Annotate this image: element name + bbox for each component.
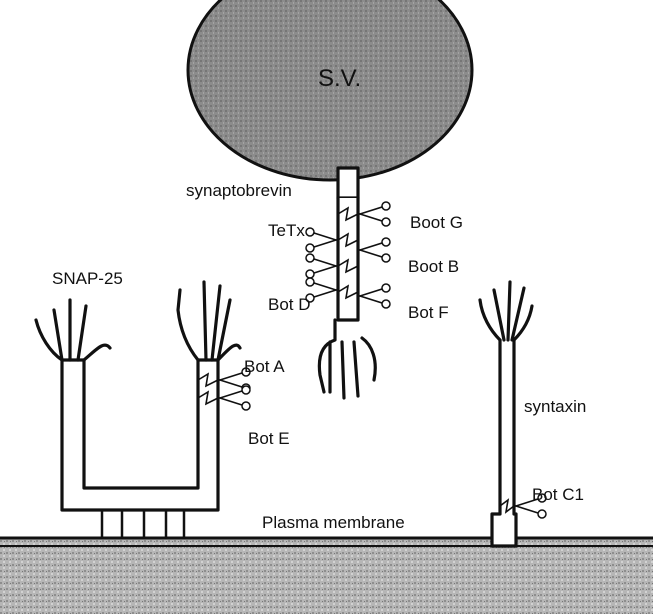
bot-d-label: Bot D <box>268 295 311 314</box>
vesicle-label: S.V. <box>318 65 361 92</box>
bot-a-label: Bot A <box>244 357 285 376</box>
bot-e-label: Bot E <box>248 429 290 448</box>
synaptobrevin-label: synaptobrevin <box>186 181 292 200</box>
boot-g-label: Boot G <box>410 213 463 232</box>
boot-b-label: Boot B <box>408 257 459 276</box>
plasma-membrane: Plasma membrane <box>0 513 653 614</box>
bot-c1-label: Bot C1 <box>532 485 584 504</box>
tetx-label: TeTx <box>268 221 305 240</box>
membrane-label: Plasma membrane <box>262 513 405 532</box>
syntaxin-label: syntaxin <box>524 397 586 416</box>
syntaxin-protein: syntaxin <box>480 282 586 546</box>
snap25-protein: SNAP-25 <box>36 269 240 538</box>
snap25-label: SNAP-25 <box>52 269 123 288</box>
synaptic-vesicle: S.V. <box>188 0 472 180</box>
bot-f-label: Bot F <box>408 303 449 322</box>
